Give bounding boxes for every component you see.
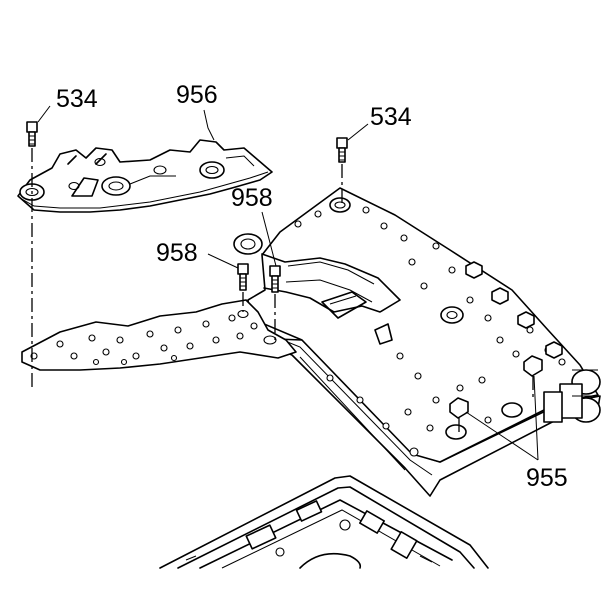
callout-958-upper: 958 bbox=[231, 184, 273, 212]
bolts-955 bbox=[449, 355, 543, 419]
valve-body bbox=[233, 187, 601, 497]
callout-534-right: 534 bbox=[370, 103, 412, 131]
bolt-958-upper bbox=[269, 265, 281, 293]
bolt-534-right bbox=[336, 137, 348, 163]
assembly-lines bbox=[31, 148, 534, 432]
bolt-534-left bbox=[26, 121, 38, 147]
spacer-plate-gasket bbox=[21, 299, 297, 371]
callout-956: 956 bbox=[176, 81, 218, 109]
callout-955: 955 bbox=[526, 464, 568, 492]
callout-958-left: 958 bbox=[156, 239, 198, 267]
leader-lines bbox=[37, 105, 539, 461]
transmission-case bbox=[159, 475, 489, 569]
end-bores bbox=[543, 369, 601, 423]
callout-534-left: 534 bbox=[56, 85, 98, 113]
bolt-958-left bbox=[237, 263, 249, 291]
